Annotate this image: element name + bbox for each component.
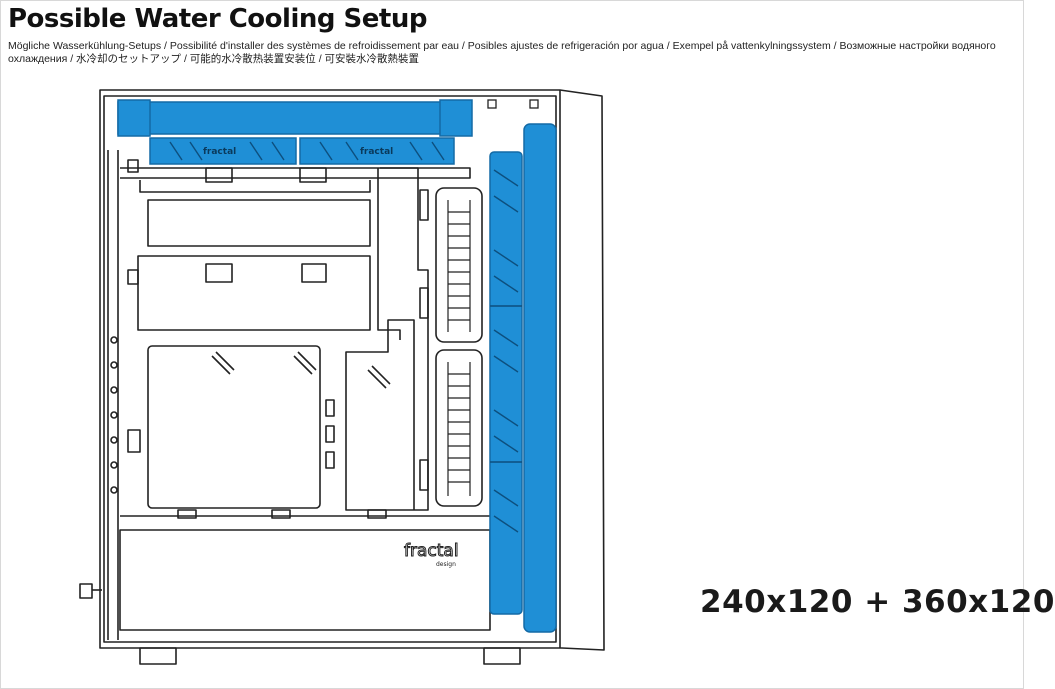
drive-cage-lower — [435, 349, 483, 507]
multilingual-subtitle: Mögliche Wasserkühlung-Setups / Possibil… — [8, 40, 996, 65]
shroud-tab — [367, 509, 387, 519]
top-fan-blade-detail — [169, 141, 445, 161]
rear-clip — [127, 159, 139, 173]
rear-clip — [127, 429, 141, 453]
case-inner-edge — [103, 95, 557, 643]
psu-shroud — [119, 529, 491, 631]
cpu-cutout — [147, 345, 321, 509]
drive-cage-slats — [448, 211, 470, 483]
case-brand-logo: fractal — [404, 541, 459, 561]
grommet — [325, 399, 335, 417]
cable-slot — [419, 287, 429, 319]
rear-io-connector — [79, 583, 93, 599]
top-frame-lower — [139, 180, 371, 193]
drive-cage-upper — [435, 187, 483, 343]
pc-case-diagram: fractal fractal fractal design — [79, 89, 605, 665]
cutout-clip — [211, 351, 235, 375]
cable-slot — [419, 189, 429, 221]
cable-slot — [419, 459, 429, 491]
top-frame — [120, 167, 471, 179]
top-tab — [205, 167, 233, 183]
top-fan-brand-right: fractal — [360, 147, 393, 157]
page-title: Possible Water Cooling Setup — [8, 4, 427, 34]
rear-screw — [110, 386, 118, 394]
shelf-tab — [301, 263, 327, 283]
top-radiator-body — [117, 101, 471, 135]
rear-screw — [110, 336, 118, 344]
top-tab — [299, 167, 327, 183]
top-radiator-end-right — [439, 99, 473, 137]
setup-configuration-label: 240x120 + 360x120 — [700, 584, 1055, 620]
shelf-tab — [205, 263, 233, 283]
rear-screw — [110, 411, 118, 419]
grommet — [325, 451, 335, 469]
top-radiator-end-left — [117, 99, 151, 137]
rear-screw — [110, 436, 118, 444]
rear-screw — [110, 361, 118, 369]
grommet — [325, 425, 335, 443]
front-fan-dividers — [490, 305, 522, 463]
rear-screw — [110, 461, 118, 469]
top-radiator-240 — [117, 99, 473, 165]
upper-shelf — [147, 199, 371, 247]
drive-cage-rails — [447, 200, 471, 496]
top-fan-brand-left: fractal — [203, 147, 236, 157]
shroud-tab — [271, 509, 291, 519]
cutout-clip — [293, 351, 317, 375]
shroud-tab — [177, 509, 197, 519]
rear-clip — [127, 269, 139, 285]
front-fan-column — [489, 151, 523, 615]
case-brand-logo-sub: design — [436, 561, 456, 568]
front-radiator-body — [523, 123, 557, 633]
front-fan-blade-detail — [493, 169, 519, 533]
motherboard-tray — [345, 167, 429, 511]
top-bracket — [529, 99, 539, 109]
shelf-bracket — [137, 255, 371, 331]
tray-edge — [377, 168, 401, 340]
rear-screw — [110, 486, 118, 494]
front-radiator-360 — [489, 123, 557, 633]
case-foot-left — [139, 647, 177, 665]
case-foot-right — [483, 647, 521, 665]
cutout-clip — [367, 365, 391, 389]
top-bracket — [487, 99, 497, 109]
